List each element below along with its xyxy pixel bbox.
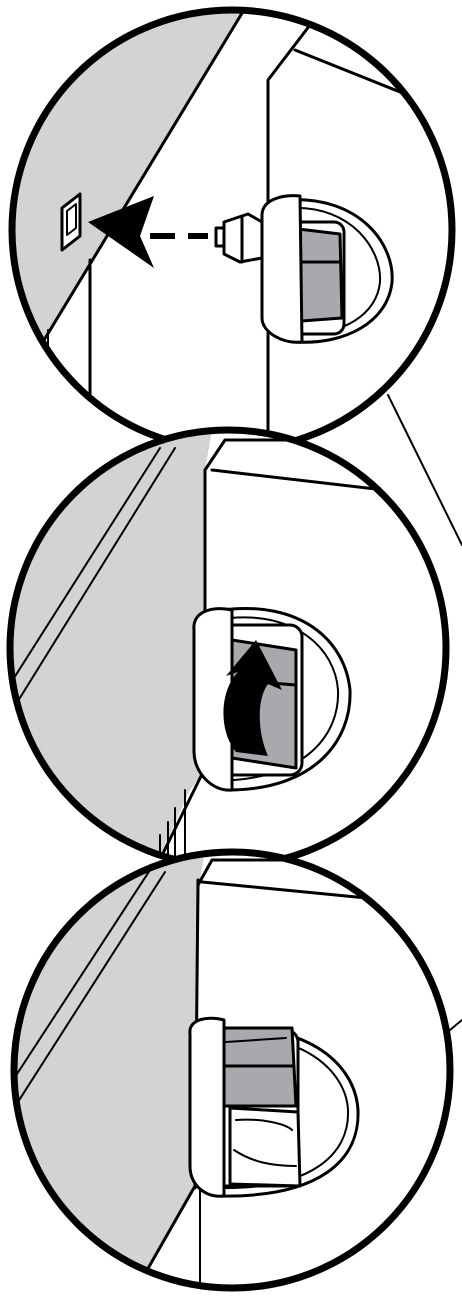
panel-step-2 xyxy=(0,430,462,900)
plug-icon xyxy=(216,214,262,262)
panel-step-1 xyxy=(0,0,462,460)
panel-step-3 xyxy=(0,850,462,1300)
